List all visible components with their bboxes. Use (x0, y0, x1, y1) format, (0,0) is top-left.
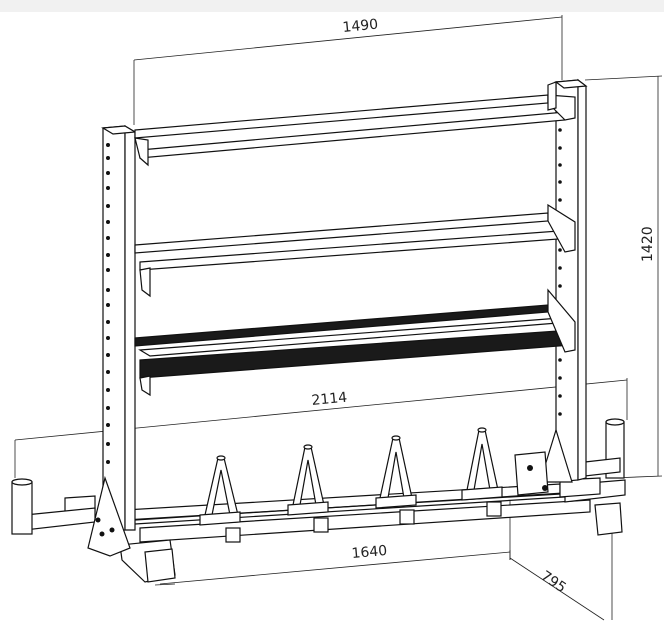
left-foot-block (144, 548, 176, 583)
left-side-arm (24, 507, 96, 531)
shelf-top (134, 81, 576, 167)
right-clamp-bracket (514, 451, 549, 496)
bar-holder-pegs (199, 427, 503, 543)
dim-label-depth: 795 (538, 568, 569, 596)
right-post-holes (558, 128, 562, 416)
dim-base-line (159, 551, 511, 585)
peg-a-frame-4 (461, 427, 503, 517)
right-upright (514, 78, 588, 496)
dim-label-top-width: 1490 (342, 17, 379, 36)
shelf-bot-bracket-right (547, 288, 576, 353)
shelf-mid-bracket-left (139, 267, 151, 298)
right-foot-block (594, 502, 623, 536)
shelf-top-lip (547, 81, 557, 111)
shelf-bottom (134, 288, 576, 397)
left-post-face (102, 125, 126, 533)
left-gusset-plate (87, 475, 131, 557)
dim-label-base-length: 1640 (351, 543, 388, 562)
peg-a-frame-2 (287, 444, 329, 533)
left-post-holes (106, 143, 110, 464)
left-peg (11, 481, 33, 535)
dim-label-overall-length: 2114 (311, 390, 348, 409)
right-gusset (539, 427, 573, 483)
right-post-face (555, 79, 579, 483)
dim-top-line (133, 16, 563, 61)
left-post-side (124, 124, 136, 531)
right-base-block (559, 477, 601, 498)
left-peg-top (11, 478, 33, 486)
left-gusset-bolts (95, 517, 115, 537)
right-post-side (577, 78, 587, 481)
window-top-strip (0, 0, 664, 12)
left-upright (87, 124, 137, 557)
base-frame (11, 418, 626, 583)
base-front-bar (139, 499, 591, 543)
right-peg-top (605, 418, 625, 426)
shelf-middle (134, 203, 576, 298)
shelf-top-bracket-left (134, 137, 149, 167)
dim-depth-line (509, 557, 605, 621)
shelf-mid-bracket-right (547, 203, 576, 253)
dim-label-height: 1420 (640, 226, 656, 262)
peg-a-frame-1 (199, 455, 241, 543)
shelf-bot-bracket-left (139, 375, 151, 397)
peg-a-frame-3 (375, 435, 417, 525)
dimension-lines (14, 15, 663, 621)
dim-base-ext-left (154, 583, 176, 586)
right-post-top (554, 79, 588, 89)
dim-height-ext-top (584, 75, 663, 81)
